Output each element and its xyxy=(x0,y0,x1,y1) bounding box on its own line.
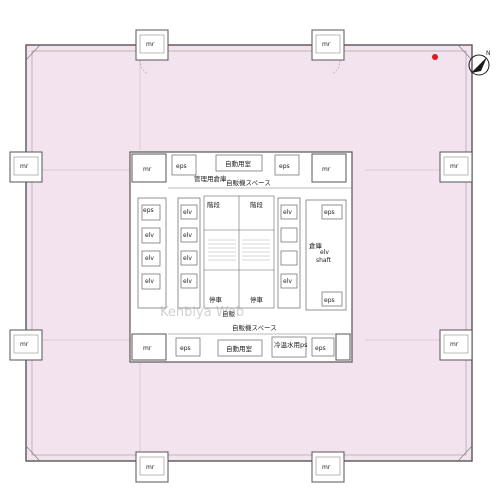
svg-text:mr: mr xyxy=(450,341,459,348)
svg-text:階段: 階段 xyxy=(250,200,264,209)
svg-text:eps: eps xyxy=(143,207,154,214)
core-mr-top-right: mr xyxy=(311,153,347,183)
core-mr-bottom-left: mr xyxy=(131,333,167,361)
mr-bottom-left: mr xyxy=(135,451,169,483)
core-eps-bottom-right: eps xyxy=(311,337,335,357)
left-inner-elevators xyxy=(177,197,201,309)
svg-text:冷温水用ps: 冷温水用ps xyxy=(274,340,308,349)
svg-text:mr: mr xyxy=(146,41,155,48)
stair-treads xyxy=(208,239,270,261)
core-reitou-ps: 冷温水用ps xyxy=(271,336,308,358)
compass-icon xyxy=(468,54,490,76)
svg-text:停車: 停車 xyxy=(209,295,223,304)
svg-text:停車: 停車 xyxy=(250,295,264,304)
jihanki-space-bottom-label: 自販機スペース xyxy=(232,323,277,332)
core-jikaisho-bottom: 自動用室 xyxy=(217,339,263,357)
svg-text:elv: elv xyxy=(183,209,192,216)
mr-right-lower: mr xyxy=(439,329,473,361)
mr-left-upper: mr xyxy=(9,151,43,183)
mr-bottom-right: mr xyxy=(311,451,345,483)
svg-text:elv: elv xyxy=(183,278,192,285)
svg-text:mr: mr xyxy=(322,464,331,471)
elv-shaft-label: elv xyxy=(320,249,329,256)
kanri-soko-label: 管理用倉庫 xyxy=(194,174,227,183)
svg-text:階段: 階段 xyxy=(207,200,221,209)
right-inner-elevators xyxy=(277,197,301,309)
mr-left-lower: mr xyxy=(9,329,43,361)
svg-text:自動用室: 自動用室 xyxy=(226,344,253,353)
svg-text:mr: mr xyxy=(143,345,152,352)
core-eps-bottom-left: eps xyxy=(175,337,201,357)
svg-text:elv: elv xyxy=(183,255,192,262)
location-marker xyxy=(432,54,438,60)
svg-text:mr: mr xyxy=(322,41,331,48)
mr-top-right: mr xyxy=(311,29,345,61)
svg-text:eps: eps xyxy=(315,345,326,352)
right-shaft-block xyxy=(305,199,347,311)
svg-text:shaft: shaft xyxy=(316,257,332,264)
mr-top-left: mr xyxy=(135,29,169,61)
svg-text:mr: mr xyxy=(143,166,152,173)
svg-text:mr: mr xyxy=(322,166,331,173)
core-jikaisho-top: 自動用室 xyxy=(215,154,263,172)
north-label: N xyxy=(486,50,491,57)
svg-text:elv: elv xyxy=(183,232,192,239)
svg-text:mr: mr xyxy=(450,163,459,170)
jihanki-space-top-label: 自販機スペース xyxy=(226,178,271,187)
core-mr-top-left: mr xyxy=(131,153,167,183)
central-stairs xyxy=(203,195,275,309)
svg-text:elv: elv xyxy=(145,232,154,239)
left-elevator-bank xyxy=(137,197,167,309)
svg-text:eps: eps xyxy=(324,297,335,304)
core-eps-top-left: eps xyxy=(171,154,197,176)
watermark: Kenbiya Web xyxy=(160,305,244,320)
core-mr-bottom-right xyxy=(335,333,351,361)
svg-text:eps: eps xyxy=(176,163,187,170)
mr-right-upper: mr xyxy=(439,151,473,183)
svg-text:mr: mr xyxy=(146,464,155,471)
svg-text:eps: eps xyxy=(279,163,290,170)
svg-text:mr: mr xyxy=(20,163,29,170)
svg-text:mr: mr xyxy=(20,341,29,348)
core-eps-top-right: eps xyxy=(274,154,300,176)
svg-text:elv: elv xyxy=(145,278,154,285)
svg-text:elv: elv xyxy=(283,278,292,285)
svg-text:eps: eps xyxy=(180,345,191,352)
svg-text:elv: elv xyxy=(145,255,154,262)
svg-text:eps: eps xyxy=(324,209,335,216)
svg-text:倉庫: 倉庫 xyxy=(309,241,323,250)
svg-text:elv: elv xyxy=(283,209,292,216)
svg-text:自販: 自販 xyxy=(222,309,236,318)
svg-text:自動用室: 自動用室 xyxy=(225,159,252,168)
